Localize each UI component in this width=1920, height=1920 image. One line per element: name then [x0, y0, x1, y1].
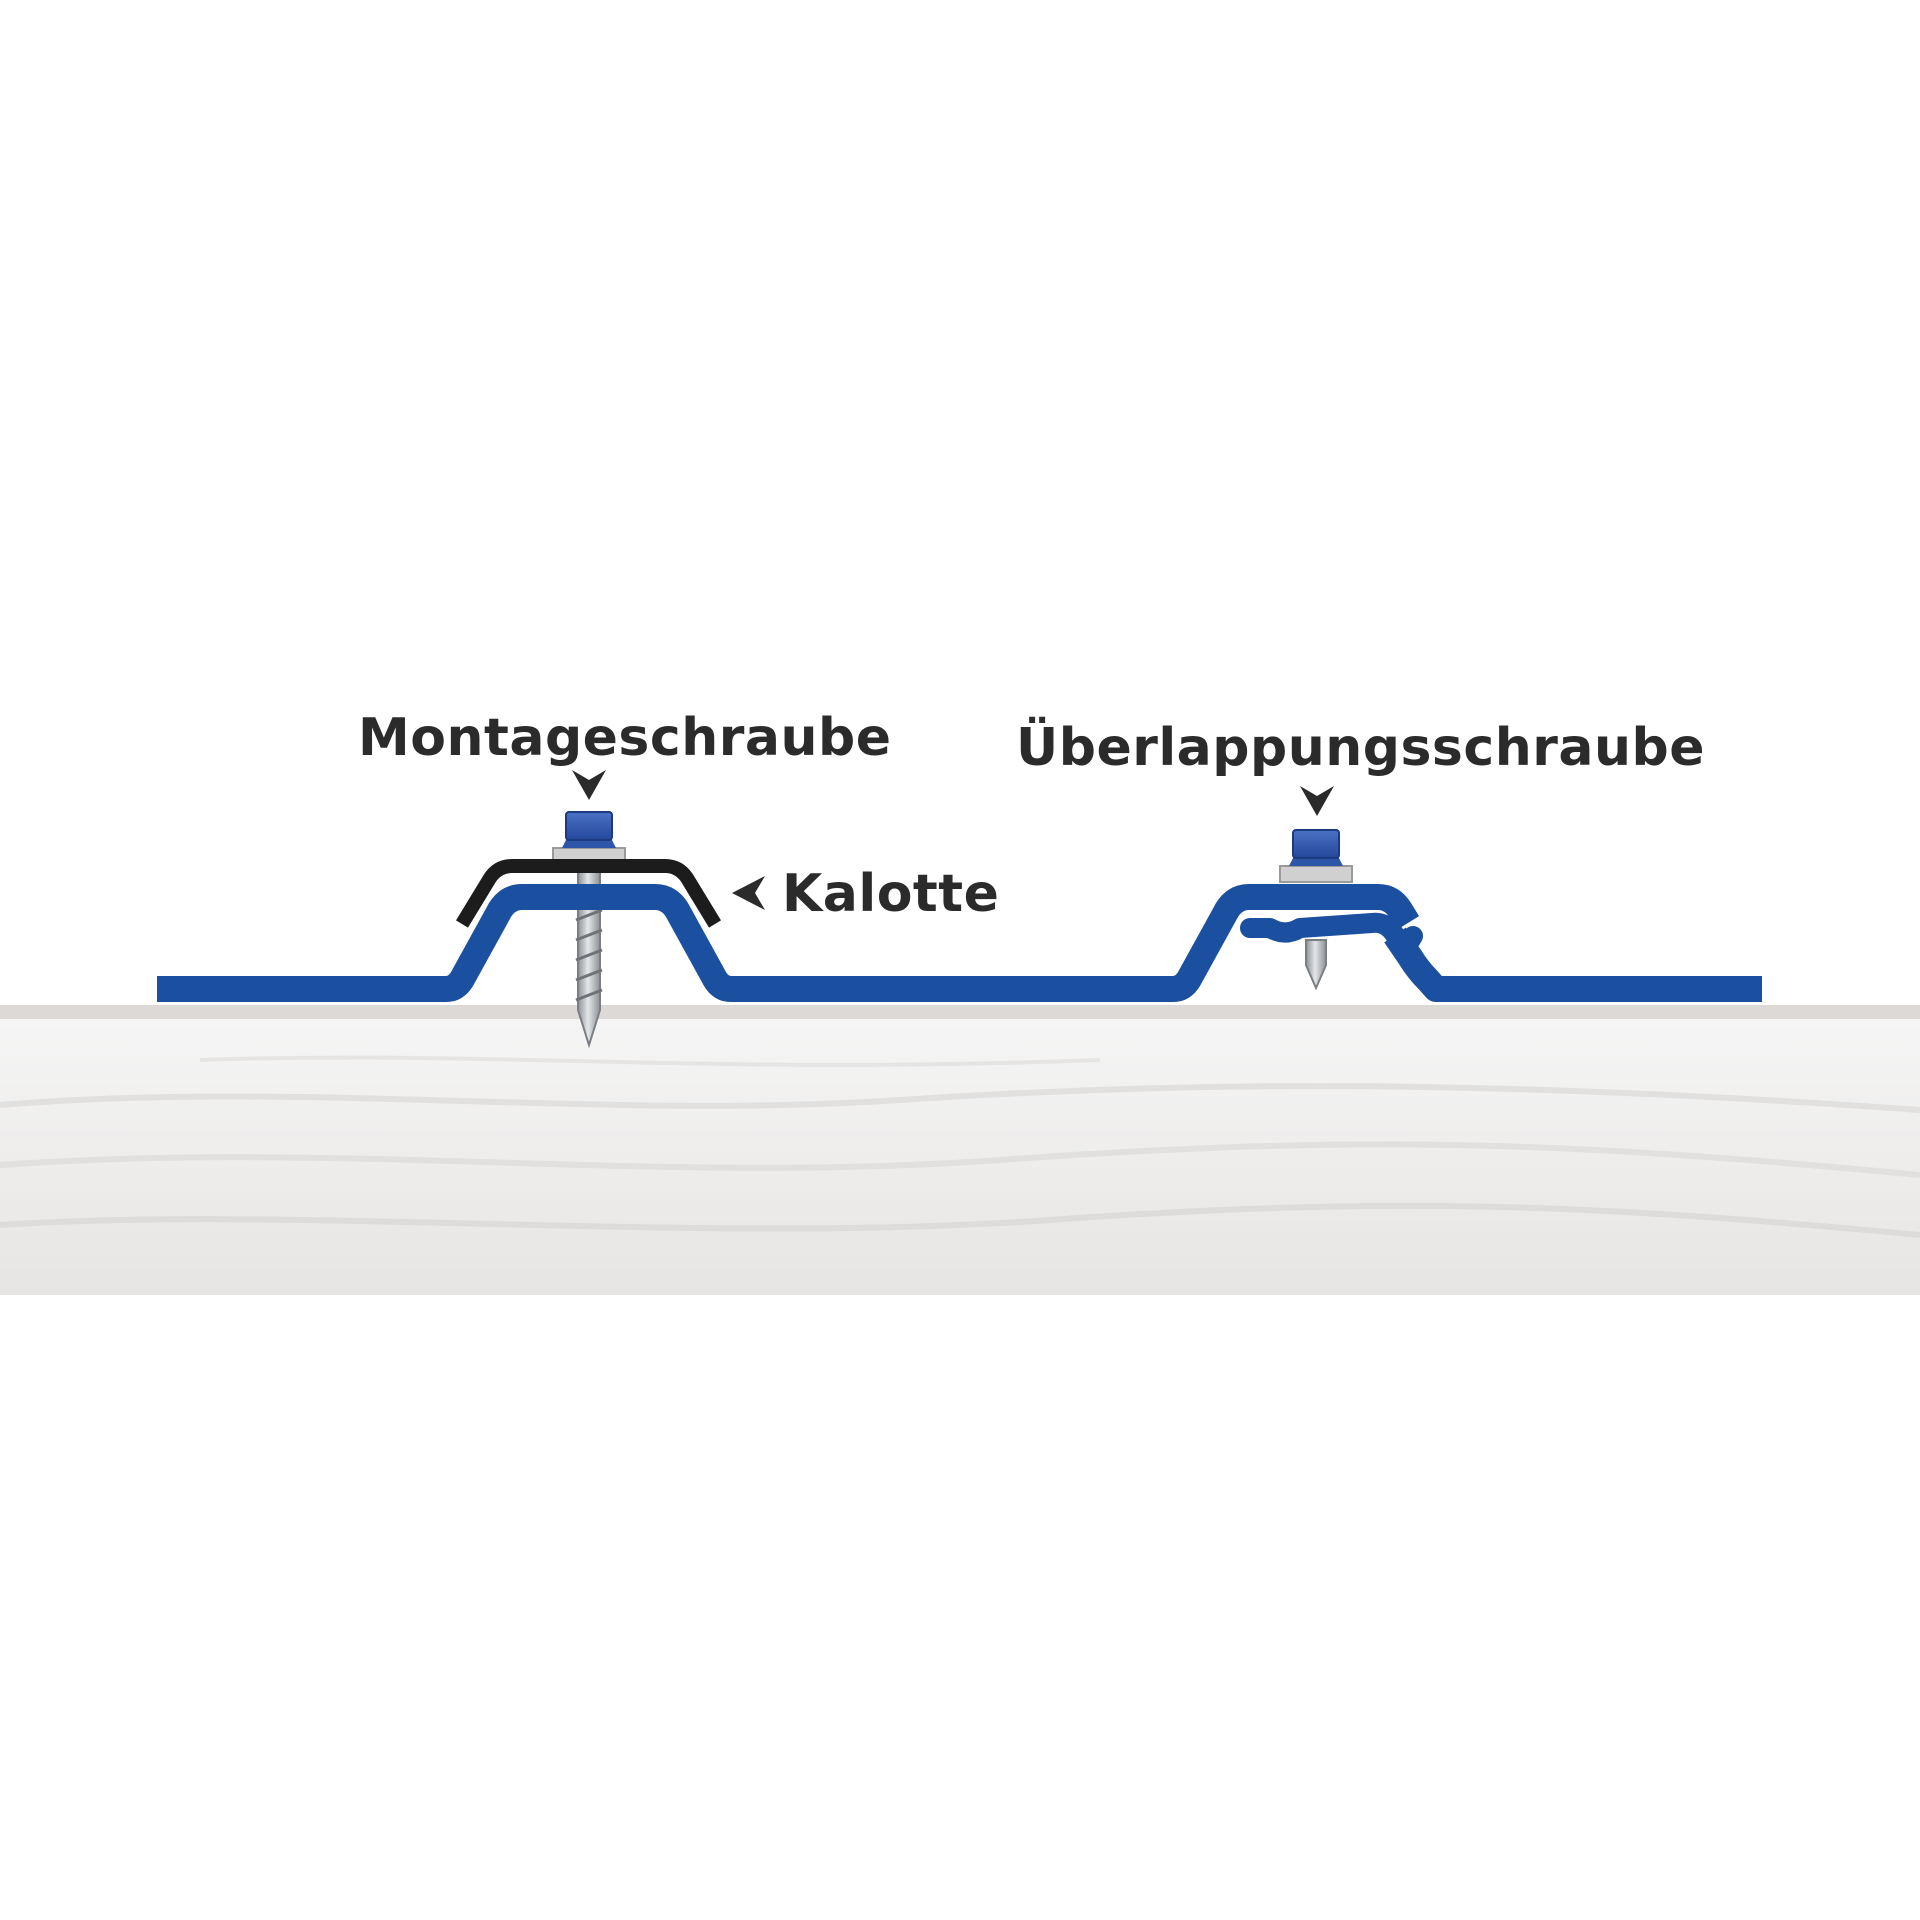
overlap-screw-label: Überlappungsschraube [1016, 718, 1705, 778]
overlapping-sheet-right [1384, 927, 1762, 1002]
wooden-beam [0, 1005, 1920, 1295]
cap-kalotte [456, 859, 721, 928]
overlapping-sheet [1240, 912, 1423, 959]
overlap-screw [1279, 829, 1353, 991]
cap-label: Kalotte [782, 864, 1000, 924]
arrow-down-icon [572, 770, 606, 800]
trapezoidal-sheet [157, 884, 1420, 1002]
sealing-washer [1279, 865, 1353, 883]
screw-hex-head [565, 811, 613, 841]
screw-tip [1305, 939, 1327, 991]
arrow-down-icon [1300, 786, 1334, 816]
screw-hex-head [1292, 829, 1340, 859]
mounting-screw-label: Montageschraube [358, 708, 892, 768]
mounting-screw [552, 811, 626, 1049]
arrow-left-icon [732, 876, 765, 910]
